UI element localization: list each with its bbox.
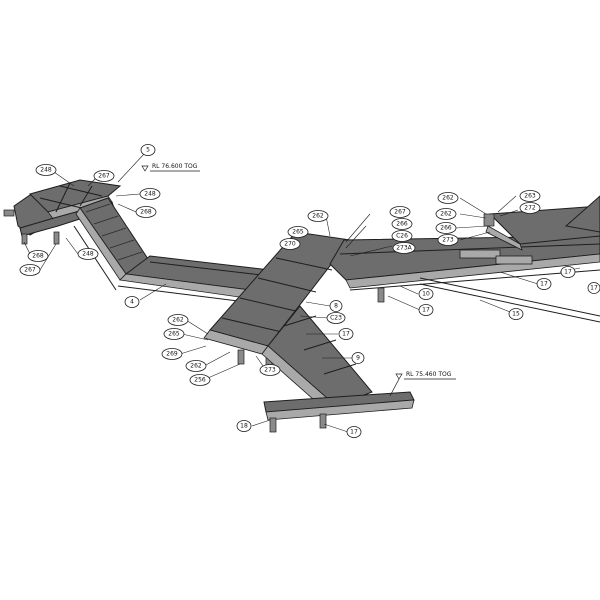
callout-bubble: 17 [560,266,576,278]
callout-bubble: C26 [391,230,413,242]
svg-text:265: 265 [292,229,304,236]
callout-bubble: 17 [536,278,552,290]
svg-text:263: 263 [524,193,536,200]
svg-text:262: 262 [172,317,184,324]
level-marker-lower: RL 75.460 TOG [389,371,456,397]
callout-bubble: 265 [163,328,185,340]
svg-text:C23: C23 [330,315,342,322]
svg-text:269: 269 [166,351,178,358]
walkway-right [329,235,600,323]
callout-bubble: 4 [124,296,140,308]
svg-text:248: 248 [82,251,94,258]
callout-bubble: 256 [189,374,211,386]
callout-bubble: 267 [19,264,41,276]
callout-bubble: 17 [346,426,362,438]
svg-text:262: 262 [440,211,452,218]
svg-text:15: 15 [512,311,520,318]
callout-bubble: C23 [326,312,346,324]
callout-bubble: 272 [519,202,541,214]
svg-text:267: 267 [394,209,406,216]
level-marker-upper: RL 76.600 TOG [141,163,200,172]
svg-text:8: 8 [334,303,338,310]
callout-bubble: 268 [135,206,157,218]
callout-bubble: 273 [437,234,459,246]
svg-text:17: 17 [342,331,350,338]
svg-text:17: 17 [590,285,598,292]
callout-bubble: 10 [418,288,434,300]
svg-text:266: 266 [396,221,408,228]
svg-text:248: 248 [40,167,52,174]
svg-text:9: 9 [356,355,360,362]
callout-bubble: 248 [77,248,99,260]
svg-text:262: 262 [442,195,454,202]
callout-bubble: 262 [185,360,207,372]
stair-section [73,197,151,291]
svg-text:267: 267 [98,173,110,180]
callout-bubble: 262 [167,314,189,326]
callout-bubble: 262 [307,210,329,222]
callout-bubble: 8 [329,300,343,312]
svg-text:17: 17 [564,269,572,276]
svg-text:248: 248 [144,191,156,198]
svg-text:267: 267 [24,267,36,274]
svg-text:256: 256 [194,377,206,384]
callout-bubble: 17 [587,282,600,294]
right-upper-platform [483,195,600,251]
callout-bubble: 248 [139,188,161,200]
callout-bubble: 269 [161,348,183,360]
svg-text:273: 273 [264,367,276,374]
callout-bubble: 248 [35,164,57,176]
callout-bubble: 266 [391,218,413,230]
svg-text:262: 262 [312,213,324,220]
walkway-lower [261,305,415,433]
svg-text:C26: C26 [396,233,408,240]
svg-text:273A: 273A [396,245,412,252]
svg-text:17: 17 [350,429,358,436]
callout-bubble: 263 [519,190,541,202]
svg-text:10: 10 [422,291,430,298]
callout-bubble: 268 [27,250,49,262]
callout-bubble: 262 [435,208,457,220]
callout-bubble: 267 [93,170,115,182]
callout-bubble: 273A [392,242,416,254]
svg-text:270: 270 [284,241,296,248]
callout-bubble: 17 [338,328,354,340]
callout-bubble: 18 [236,420,252,432]
callout-bubble: 265 [287,226,309,238]
callout-bubble: 17 [418,304,434,316]
callout-bubble: 273 [259,364,281,376]
svg-text:272: 272 [524,205,536,212]
svg-text:18: 18 [240,423,248,430]
svg-text:265: 265 [168,331,180,338]
svg-text:268: 268 [32,253,44,260]
callout-bubble: 266 [435,222,457,234]
callout-bubble: 270 [279,238,301,250]
level-label-upper: RL 76.600 TOG [152,163,198,170]
callout-bubble: 9 [351,352,365,364]
svg-text:273: 273 [442,237,454,244]
svg-text:17: 17 [540,281,548,288]
callout-bubble: 262 [437,192,459,204]
central-platform [203,231,351,367]
callouts: 248 267 5 248 268 268 267 248 4 262 265 … [19,144,600,438]
svg-text:5: 5 [146,147,150,154]
svg-text:266: 266 [440,225,452,232]
svg-text:262: 262 [190,363,202,370]
svg-text:17: 17 [422,307,430,314]
callout-bubble: 5 [140,144,156,156]
level-label-lower: RL 75.460 TOG [406,371,452,378]
svg-text:268: 268 [140,209,152,216]
callout-bubble: 15 [508,308,524,320]
callout-bubble: 267 [389,206,411,218]
svg-text:4: 4 [130,299,134,306]
